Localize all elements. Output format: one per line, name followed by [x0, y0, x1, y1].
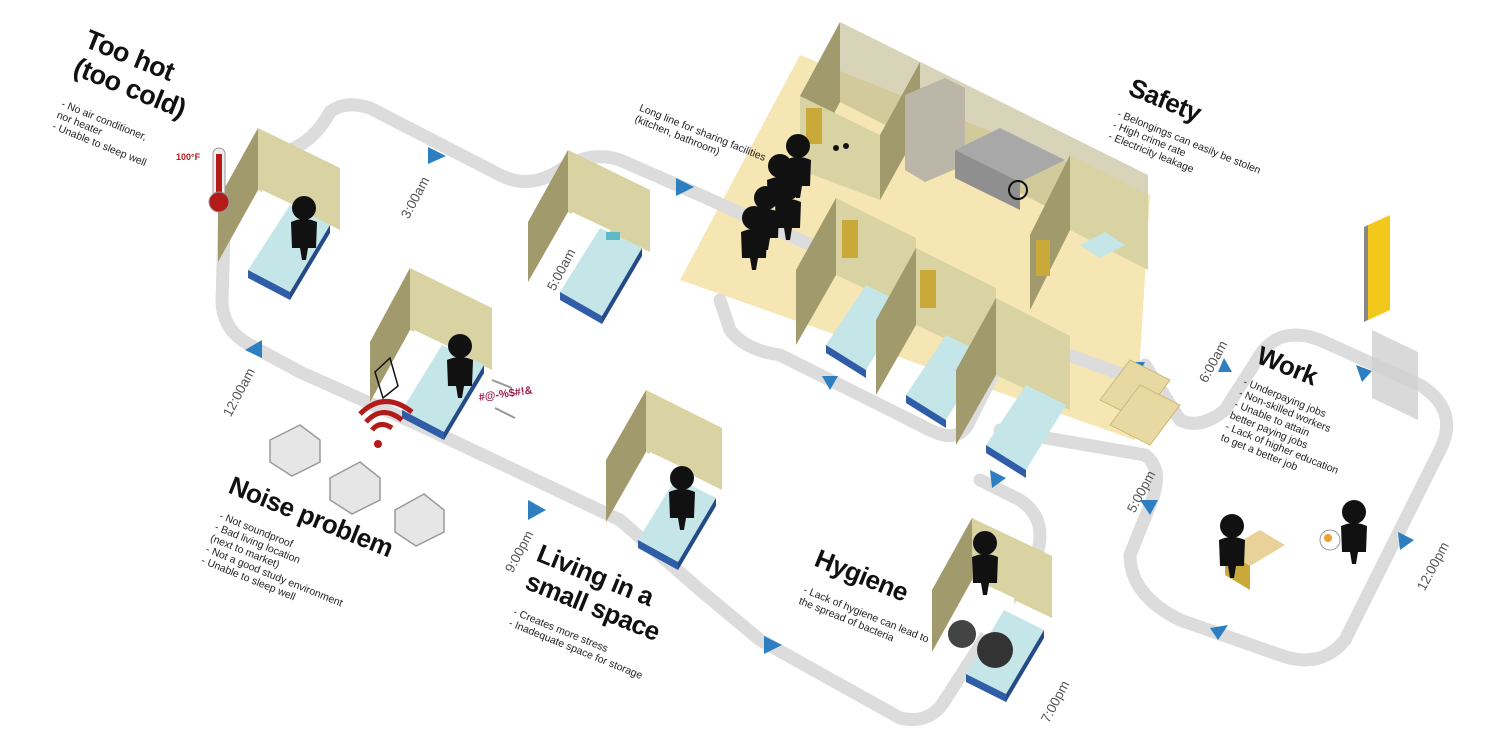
room-noise — [370, 268, 516, 440]
noise-waves-icon — [358, 399, 414, 448]
temperature-label: 100°F — [176, 152, 201, 162]
shared-facilities-building — [800, 22, 1148, 310]
stairs — [1099, 359, 1181, 446]
chinese-sign — [1364, 215, 1390, 322]
thermometer-icon — [208, 147, 230, 213]
room-5am — [528, 150, 650, 324]
room-hygiene — [932, 518, 1052, 702]
car-icon — [269, 424, 445, 547]
doorway — [1372, 330, 1418, 420]
room-too-hot — [218, 128, 340, 300]
rooms-row — [796, 198, 1070, 478]
work-desk — [1219, 500, 1367, 590]
room-small-space — [606, 390, 722, 570]
